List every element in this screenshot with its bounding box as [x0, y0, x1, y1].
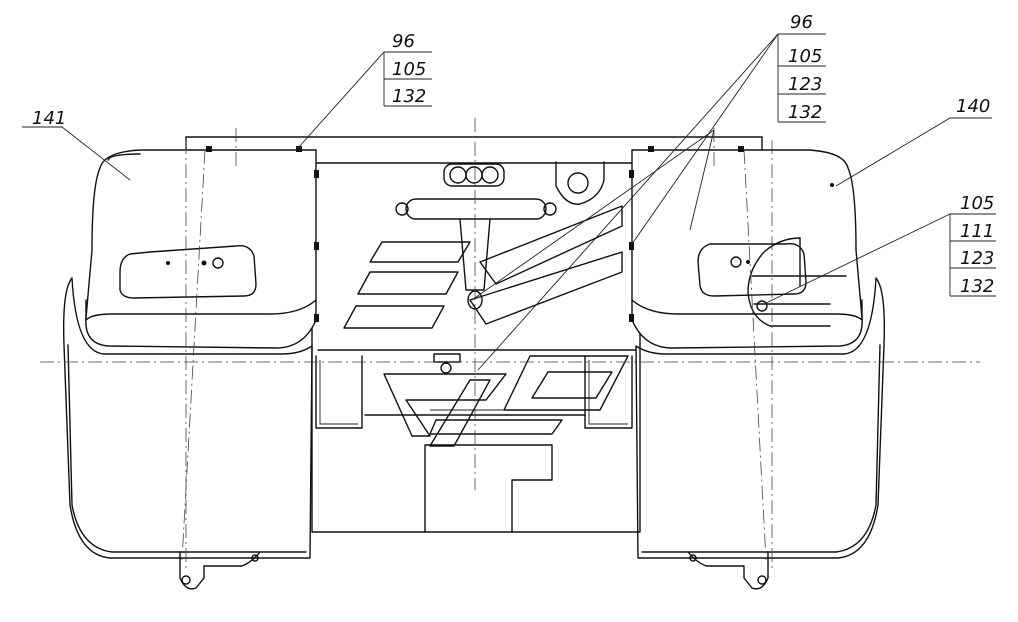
logo-outline: [343, 205, 629, 447]
callout-label: 123: [788, 74, 822, 95]
callout-label: 105: [960, 193, 994, 214]
callout-label: 111: [960, 221, 994, 242]
callout-group-center: 96 105 123 132: [788, 12, 822, 123]
callout-140: 140: [956, 96, 990, 117]
callout-label: 123: [960, 248, 994, 269]
callout-label: 132: [960, 276, 994, 297]
callout-label: 105: [788, 46, 822, 67]
callout-141: 141: [32, 108, 66, 129]
callout-label: 105: [392, 59, 426, 80]
callout-label: 132: [392, 86, 426, 107]
callout-label: 132: [788, 102, 822, 123]
callout-group-right: 105 111 123 132: [960, 193, 994, 297]
callout-label-141: 141: [32, 108, 66, 129]
center-lines: [40, 118, 980, 561]
left-box: [63, 128, 319, 590]
leader-lines: [22, 33, 996, 371]
callout-group-left: 96 105 132: [392, 31, 426, 107]
right-box: [629, 128, 885, 590]
callout-label: 96: [392, 31, 415, 52]
callout-label-140: 140: [956, 96, 990, 117]
callout-label: 96: [790, 12, 813, 33]
